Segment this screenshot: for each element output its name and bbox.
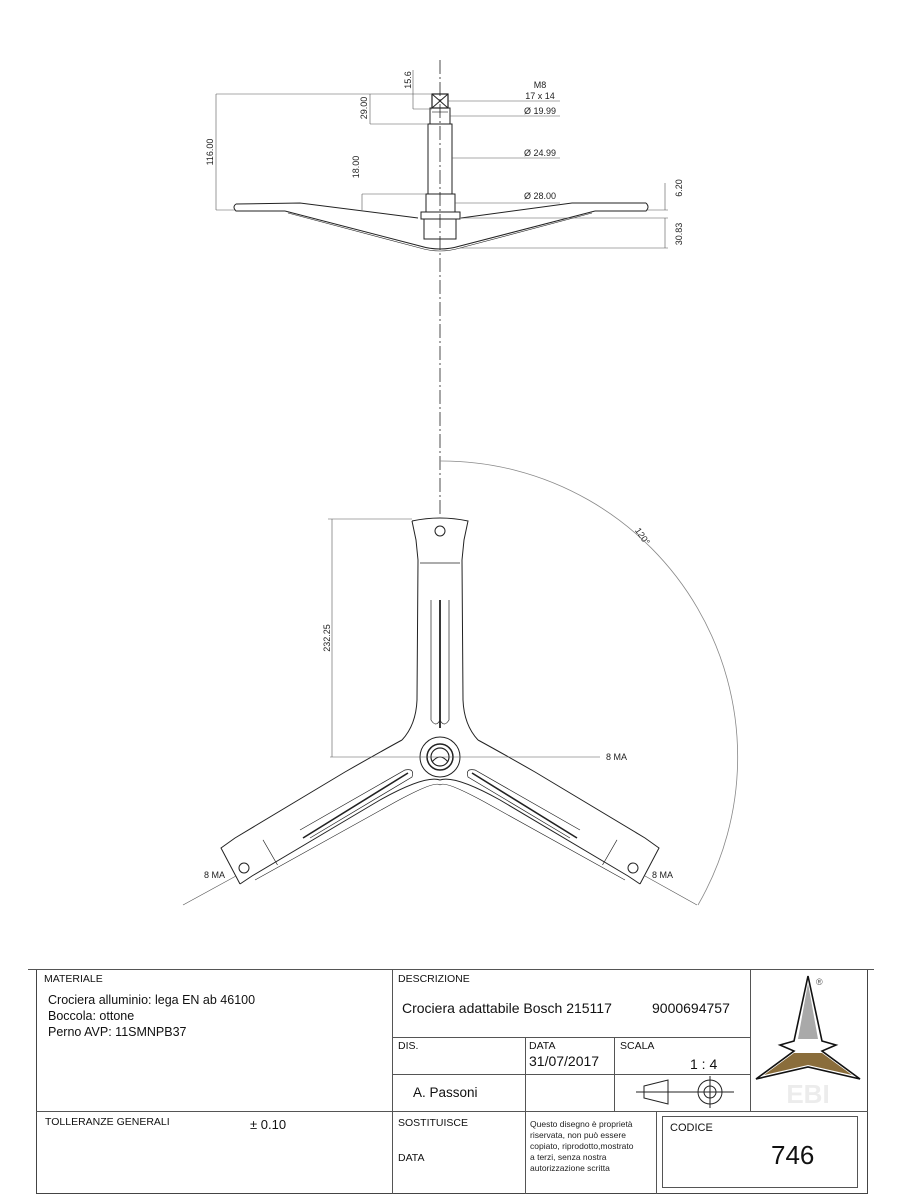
scala-label: SCALA xyxy=(620,1040,655,1052)
dim-thread-label: M8 xyxy=(534,80,547,90)
sostituisce-data-label: DATA xyxy=(398,1152,425,1164)
divider xyxy=(392,1074,750,1075)
divider xyxy=(525,1037,526,1194)
side-view-dimensions xyxy=(215,70,668,249)
divider xyxy=(750,969,751,1111)
svg-text:®: ® xyxy=(816,977,823,987)
dim-overall-height: 116.00 xyxy=(205,139,215,166)
divider xyxy=(36,1111,868,1112)
notice-line-5: autorizzazione scritta xyxy=(530,1163,610,1173)
tolleranze-value: ± 0.10 xyxy=(250,1117,287,1132)
notice-line-2: riservata, non può essere xyxy=(530,1130,626,1140)
dim-diameter-2: Ø 24.99 xyxy=(524,148,556,158)
descrizione-label: DESCRIZIONE xyxy=(398,973,470,985)
materiale-line-1: Crociera alluminio: lega EN ab 46100 xyxy=(48,993,256,1007)
top-rule xyxy=(28,969,874,970)
notice-line-3: copiato, riprodotto,mostrato xyxy=(530,1141,634,1151)
svg-text:EBI: EBI xyxy=(786,1079,829,1109)
dis-label: DIS. xyxy=(398,1040,419,1052)
materiale-label: MATERIALE xyxy=(44,973,103,985)
codice-value: 746 xyxy=(771,1140,815,1170)
materiale-line-2: Boccola: ottone xyxy=(48,1009,135,1023)
scala-value: 1 : 4 xyxy=(690,1056,718,1072)
data-value: 31/07/2017 xyxy=(529,1053,600,1069)
dim-shaft-top: 29.00 xyxy=(359,97,369,120)
dim-diameter-3: Ø 28.00 xyxy=(524,191,556,201)
codice-box xyxy=(662,1116,858,1188)
ebi-logo-icon: ® EBI xyxy=(755,975,861,1109)
sostituisce-label: SOSTITUISCE xyxy=(398,1117,469,1129)
dim-hole-right: 8 MA xyxy=(652,870,673,880)
notice-line-4: a terzi, senza nostra xyxy=(530,1152,607,1162)
dim-hole-top: 8 MA xyxy=(606,752,627,762)
dim-arm-length: 232.25 xyxy=(322,624,332,652)
descrizione-code: 9000694757 xyxy=(652,1000,730,1016)
tolleranze-label: TOLLERANZE GENERALI xyxy=(45,1116,170,1128)
codice-label: CODICE xyxy=(670,1122,713,1134)
dim-angle: 120° xyxy=(633,526,652,547)
data-label: DATA xyxy=(529,1040,556,1052)
dim-flange-to-base: 18.00 xyxy=(351,156,361,179)
dim-hole-left: 8 MA xyxy=(204,870,225,880)
divider xyxy=(392,969,393,1194)
descrizione-text: Crociera adattabile Bosch 215117 xyxy=(402,1000,612,1016)
technical-drawing: 116.00 29.00 15.6 18.00 M8 17 x 14 Ø 19.… xyxy=(182,60,739,906)
divider xyxy=(656,1111,657,1194)
notice-line-1: Questo disegno è proprietà xyxy=(530,1119,633,1129)
dim-arm-thickness: 6.20 xyxy=(674,179,684,197)
dim-square-size: 17 x 14 xyxy=(525,91,555,101)
dim-square-height: 15.6 xyxy=(403,71,413,89)
top-view xyxy=(220,517,660,885)
divider xyxy=(392,1037,750,1038)
side-view xyxy=(233,93,649,252)
dim-diameter-1: Ø 19.99 xyxy=(524,106,556,116)
projection-symbol-icon xyxy=(636,1076,734,1108)
materiale-line-3: Perno AVP: 11SMNPB37 xyxy=(48,1025,187,1039)
top-view-dimensions xyxy=(182,460,739,906)
dis-value: A. Passoni xyxy=(413,1085,478,1100)
dim-hub-depth: 30.83 xyxy=(674,223,684,246)
